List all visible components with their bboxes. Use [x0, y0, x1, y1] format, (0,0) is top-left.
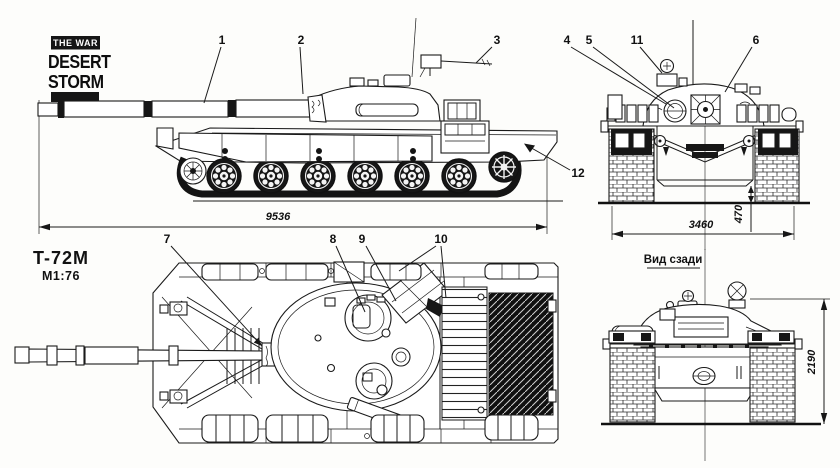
- callout-1: 1: [219, 33, 226, 47]
- logo-bottom-bar: [51, 92, 99, 102]
- front-callouts: 4 5 11 6: [564, 33, 760, 109]
- height-dim-label: 2190: [806, 349, 818, 375]
- scale-label: M1:76: [42, 269, 80, 283]
- dimension-clearance: 470: [733, 186, 754, 232]
- callout-12: 12: [571, 166, 585, 180]
- callout-3: 3: [494, 33, 501, 47]
- front-mudflap: [156, 127, 174, 150]
- side-callouts: 1 2 3 12: [203, 33, 585, 180]
- road-wheel: [441, 158, 477, 194]
- drive-sprocket: [488, 151, 520, 183]
- track-front-left: [608, 128, 655, 203]
- turret-side: [307, 74, 441, 123]
- callout-10: 10: [434, 232, 448, 246]
- aa-machine-gun: [419, 54, 493, 78]
- turret-front: [606, 58, 797, 127]
- gun-barrel-top: [14, 342, 298, 367]
- track-front-right: [754, 128, 800, 203]
- road-wheel: [394, 158, 430, 194]
- bustle-box-rear: [673, 316, 729, 338]
- track-rear-right: [749, 347, 796, 423]
- callout-11: 11: [631, 33, 644, 47]
- logo-line1: THE WAR: [53, 38, 98, 48]
- idler-wheel: [179, 157, 207, 185]
- front-view: 3460 470 4 5 11 6: [564, 20, 810, 250]
- radiator-screen: [488, 292, 554, 416]
- splash-guard-front: [648, 132, 762, 163]
- road-wheel: [206, 158, 242, 194]
- snorkel-tube-side: [355, 103, 419, 117]
- length-dim-label: 9536: [266, 211, 291, 223]
- top-view: T-72M M1:76: [14, 232, 559, 444]
- fender-boxes-top-row: [201, 261, 539, 283]
- gunner-sight: [656, 73, 678, 87]
- radiator-grille: [441, 286, 488, 421]
- dimension-height: 2190: [750, 298, 830, 424]
- rear-view: Вид сзади: [601, 249, 830, 461]
- callout-7: 7: [164, 232, 171, 246]
- turret-top: [270, 262, 449, 432]
- callout-8: 8: [330, 232, 337, 246]
- side-skirt: [178, 132, 433, 163]
- road-wheel: [253, 158, 289, 194]
- commander-cupola-side: [383, 74, 411, 87]
- width-dim-label: 3460: [689, 219, 714, 231]
- logo-line3: STORM: [48, 71, 104, 92]
- track-rear-left: [609, 347, 656, 423]
- rear-stowage-box: [440, 120, 490, 154]
- gun-barrel-side: [37, 99, 315, 118]
- model-title: T-72M: [33, 248, 89, 268]
- side-view: 9536: [37, 17, 585, 234]
- fender-boxes-bottom-row: [201, 268, 539, 443]
- antenna-side: [411, 17, 417, 78]
- gunner-hatch-top: [355, 362, 393, 400]
- dimension-width: 3460: [611, 206, 795, 240]
- engine-deck: [441, 286, 557, 421]
- rear-view-label: Вид сзади: [644, 254, 703, 266]
- logo: THE WAR DESERT STORM: [48, 36, 112, 102]
- logo-line2: DESERT: [48, 51, 111, 72]
- hull-front: [600, 120, 804, 187]
- splash-guard-top: [180, 296, 272, 409]
- callout-5: 5: [586, 33, 593, 47]
- road-wheel: [347, 158, 383, 194]
- callout-6: 6: [753, 33, 760, 47]
- callout-2: 2: [298, 33, 305, 47]
- dimension-length: 9536: [38, 100, 548, 234]
- top-callouts: 7 8 9 10: [164, 232, 448, 347]
- road-wheel: [300, 158, 336, 194]
- logo-top-bar: [51, 36, 100, 50]
- shock-absorbers: [222, 148, 416, 162]
- clearance-dim-label: 470: [733, 204, 745, 224]
- callout-4: 4: [564, 33, 571, 47]
- callout-9: 9: [359, 232, 366, 246]
